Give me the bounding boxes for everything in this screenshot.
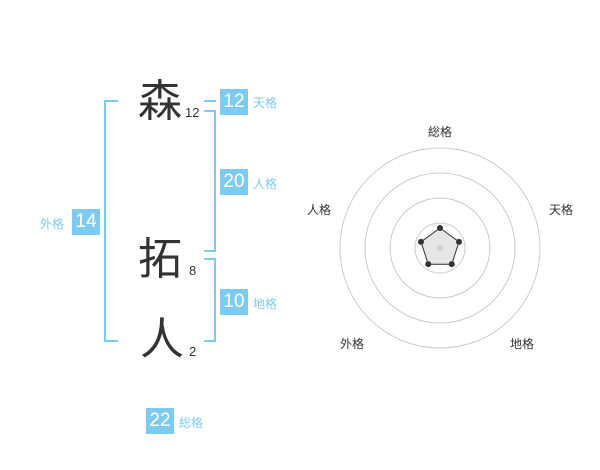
radar-label-tenkaku: 天格 [549, 203, 574, 217]
name-char-3: 人 [140, 314, 184, 365]
jinkaku-label: 人格 [253, 177, 278, 191]
chikaku-label: 地格 [253, 297, 278, 311]
radar-center [437, 245, 443, 251]
gaikaku-value: 14 [72, 209, 100, 235]
chikaku-bracket [204, 258, 216, 342]
radar-label-gaikaku: 外格 [340, 337, 365, 351]
stroke-count-1: 12 [185, 105, 200, 120]
radar-label-soukaku: 総格 [428, 125, 453, 139]
chikaku-value: 10 [220, 289, 248, 315]
soukaku-label: 総格 [179, 416, 204, 430]
radar-ring [339, 147, 541, 349]
radar-point [448, 261, 455, 268]
radar-point [425, 261, 432, 268]
radar-point [417, 238, 424, 245]
radar-label-jinkaku: 人格 [307, 203, 332, 217]
tenkaku-label: 天格 [253, 96, 278, 110]
name-char-1: 森 [138, 76, 182, 127]
radar-label-chikaku: 地格 [510, 337, 535, 351]
name-char-2: 拓 [138, 234, 182, 285]
radar-point [437, 225, 443, 231]
jinkaku-bracket [204, 110, 216, 252]
radar-point [456, 238, 463, 245]
radar-ring [364, 172, 516, 324]
tenkaku-bracket [204, 100, 216, 102]
stroke-count-3: 2 [189, 344, 197, 359]
gaikaku-label: 外格 [40, 217, 65, 231]
tenkaku-value: 12 [220, 89, 248, 115]
radar-ring [414, 222, 466, 274]
jinkaku-value: 20 [220, 169, 248, 195]
stroke-count-2: 8 [189, 263, 197, 278]
gaikaku-bracket [104, 100, 118, 342]
radar-ring [389, 197, 491, 299]
soukaku-value: 22 [146, 408, 174, 434]
